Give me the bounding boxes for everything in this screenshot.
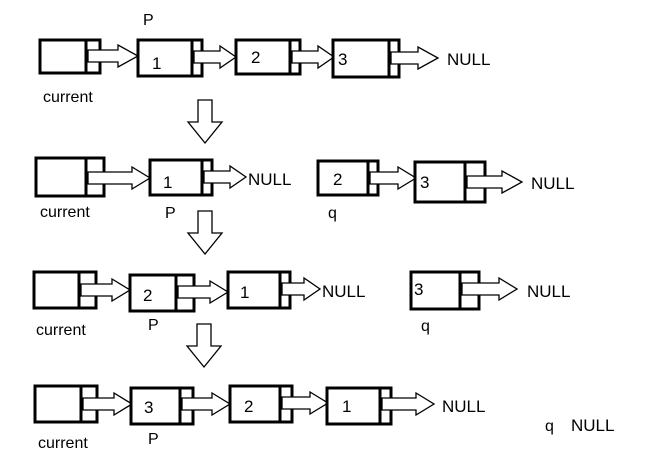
down-arrow: [185, 323, 223, 369]
arrow: [390, 45, 440, 71]
null-label: NULL: [531, 174, 574, 193]
arrow: [381, 391, 436, 417]
p-label: P: [143, 12, 154, 29]
null-label: NULL: [442, 397, 485, 416]
down-arrow: [186, 210, 224, 256]
step-1: current 1 P 2 3 NULL: [38, 12, 490, 106]
null-label: NULL: [322, 282, 365, 301]
null-label: NULL: [527, 282, 570, 301]
null-label: NULL: [248, 170, 291, 189]
null-label: NULL: [571, 416, 614, 435]
arrow: [281, 390, 330, 416]
arrow: [466, 169, 524, 195]
arrow: [181, 391, 232, 417]
arrow: [82, 391, 134, 417]
current-label: current: [40, 204, 90, 221]
step-3: current 2 P 1 NULL 3 q NULL: [32, 270, 570, 339]
list-node: 3: [413, 160, 487, 204]
q-label: q: [421, 318, 430, 335]
p-label: P: [165, 205, 176, 222]
node-value: 2: [244, 397, 253, 416]
node-value: 2: [333, 170, 342, 189]
node-value: 3: [144, 398, 153, 417]
down-arrow: [186, 99, 224, 145]
list-node: 3: [331, 38, 401, 79]
arrow: [193, 44, 238, 70]
node-value: 2: [251, 48, 260, 67]
arrow: [281, 276, 322, 302]
list-node: 1: [148, 158, 214, 197]
arrow: [87, 43, 140, 69]
null-label: NULL: [447, 50, 490, 69]
current-label: current: [36, 322, 86, 339]
node-value: 2: [143, 286, 152, 305]
list-node: 1: [136, 38, 204, 78]
p-label: P: [148, 431, 159, 448]
arrow: [177, 279, 230, 305]
p-label: P: [148, 317, 159, 334]
node-value: 3: [420, 173, 429, 192]
arrow: [80, 277, 132, 303]
node-value: 3: [414, 280, 423, 299]
node-value: 1: [152, 54, 161, 73]
node-value: 1: [342, 397, 351, 416]
q-label: q: [545, 418, 554, 435]
node-value: 1: [240, 283, 249, 302]
step-4: current 3 P 2 1 NULL q NULL: [33, 384, 614, 452]
arrow: [203, 164, 248, 190]
node-value: 3: [338, 50, 347, 69]
step-2: current 1 P NULL 2 q 3 NULL: [34, 156, 574, 222]
current-label: current: [38, 435, 88, 452]
list-node: 2: [316, 159, 380, 197]
current-label: current: [43, 89, 93, 106]
list-node: 1: [325, 386, 393, 426]
arrow: [369, 165, 418, 191]
list-node: 1: [226, 270, 292, 310]
arrow: [87, 165, 152, 191]
q-label: q: [328, 205, 337, 222]
arrow: [461, 276, 519, 302]
list-node: 2: [234, 38, 302, 76]
arrow: [291, 44, 336, 70]
node-value: 1: [163, 173, 172, 192]
